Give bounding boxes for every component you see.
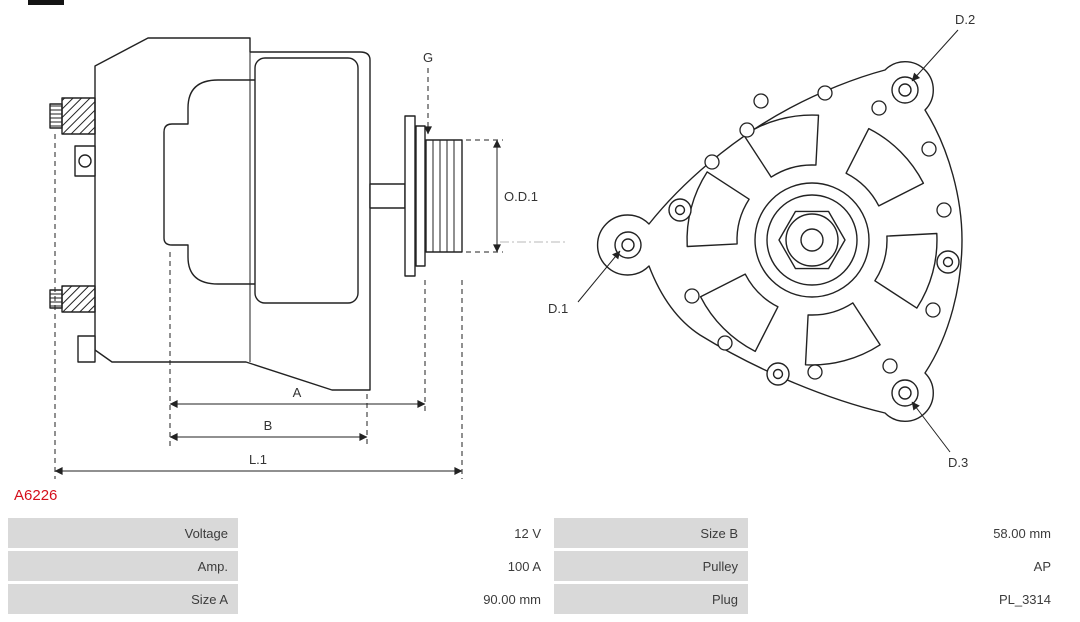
alternator-rear-view: D.2 D.1 D.3 bbox=[548, 12, 975, 470]
spec-value-plug: PL_3314 bbox=[751, 584, 1061, 614]
leader-d2 bbox=[911, 29, 959, 82]
mount-tab-lower bbox=[77, 335, 96, 363]
leader-d1 bbox=[577, 250, 621, 303]
alternator-body-outline bbox=[94, 37, 371, 391]
alternator-side-view: G O.D.1 A B L.1 bbox=[49, 37, 565, 479]
spec-label-plug: Plug bbox=[554, 584, 748, 614]
bolt-bottom bbox=[49, 289, 63, 309]
ear-hole-bottom-right bbox=[891, 379, 919, 407]
pulley-grooves bbox=[425, 139, 463, 253]
ear-hole-top-right bbox=[891, 76, 919, 104]
spec-value-size-a: 90.00 mm bbox=[241, 584, 551, 614]
dim-label-b: B bbox=[264, 418, 273, 433]
spec-value-size-b: 58.00 mm bbox=[751, 518, 1061, 548]
corner-mark bbox=[28, 0, 64, 5]
rotor-profile bbox=[163, 79, 255, 285]
spec-value-pulley: AP bbox=[751, 551, 1061, 581]
mount-lug-bottom bbox=[61, 285, 96, 313]
spec-label-amp: Amp. bbox=[8, 551, 238, 581]
dim-label-a: A bbox=[293, 385, 302, 400]
mount-tab-upper bbox=[74, 145, 96, 177]
spec-value-amp: 100 A bbox=[241, 551, 551, 581]
spec-table: Voltage 12 V Size B 58.00 mm Amp. 100 A … bbox=[8, 518, 1061, 614]
spec-label-size-b: Size B bbox=[554, 518, 748, 548]
mount-lug-top bbox=[61, 97, 96, 135]
dim-label-l1: L.1 bbox=[249, 452, 267, 467]
alternator-technical-drawing: G O.D.1 A B L.1 bbox=[49, 12, 975, 479]
shaft bbox=[369, 183, 406, 209]
spec-label-voltage: Voltage bbox=[8, 518, 238, 548]
mount-tab-hole bbox=[78, 154, 92, 168]
spec-label-pulley: Pulley bbox=[554, 551, 748, 581]
dim-label-d3: D.3 bbox=[948, 455, 968, 470]
shaft-hub bbox=[754, 182, 870, 298]
leader-d3 bbox=[911, 401, 951, 453]
ear-hole-left bbox=[614, 231, 642, 259]
part-number: A6226 bbox=[14, 487, 58, 504]
dim-label-g: G bbox=[423, 50, 433, 65]
dim-label-d2: D.2 bbox=[955, 12, 975, 27]
stator-window bbox=[254, 57, 359, 304]
rivet-bosses bbox=[668, 198, 960, 386]
pulley-flange-2 bbox=[415, 125, 426, 267]
pulley-flange-1 bbox=[404, 115, 416, 277]
dim-label-d1: D.1 bbox=[548, 301, 568, 316]
vent-slots bbox=[686, 114, 938, 366]
spec-value-voltage: 12 V bbox=[241, 518, 551, 548]
spec-label-size-a: Size A bbox=[8, 584, 238, 614]
dim-label-od1: O.D.1 bbox=[504, 189, 538, 204]
bolt-top bbox=[49, 103, 63, 129]
housing-holes bbox=[684, 85, 952, 380]
